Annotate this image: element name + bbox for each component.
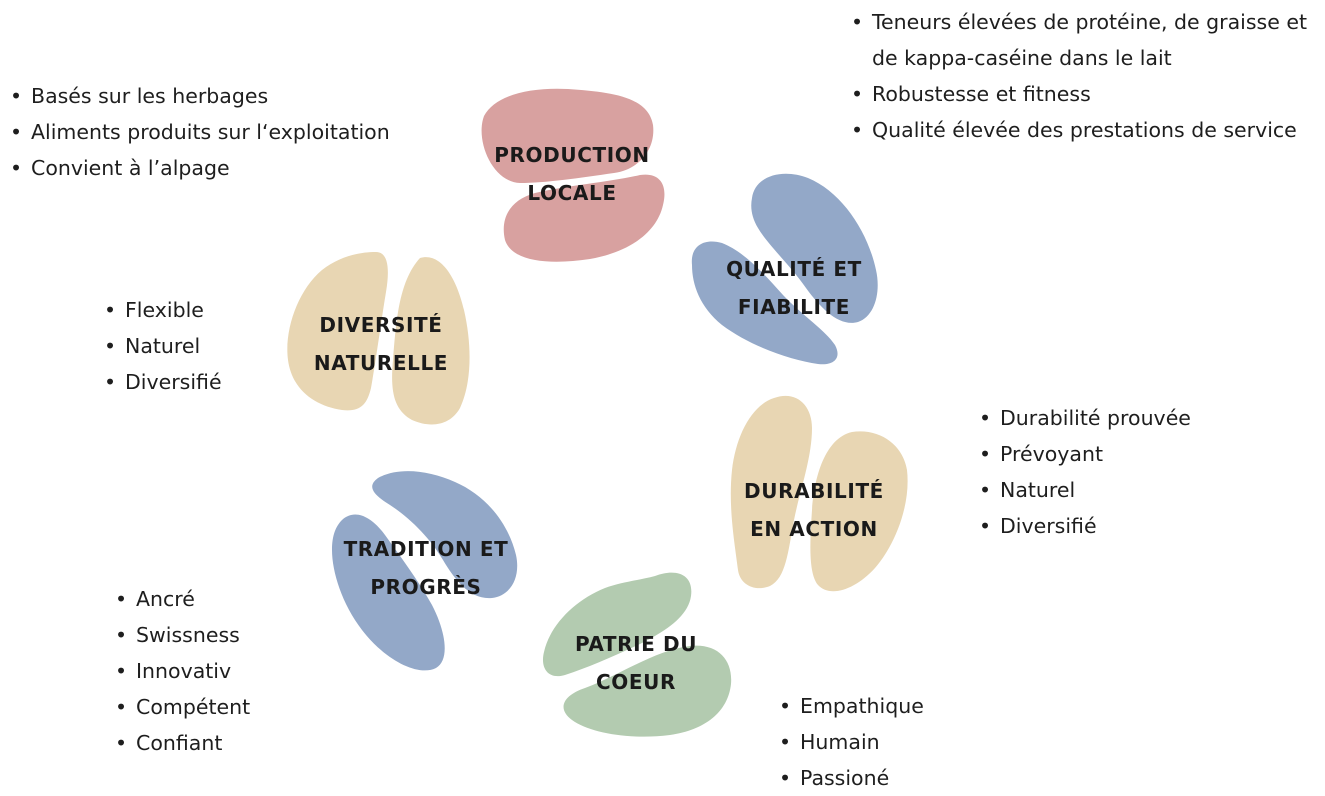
- hoof-diversite-naturelle-right-lobe: [392, 257, 470, 425]
- hoof-tradition-progres: TRADITION ET PROGRÈS: [332, 471, 518, 671]
- list-qualite-fiabilite: Teneurs élevées de protéine, de graisse …: [851, 4, 1325, 148]
- list-durabilite-action: Durabilité prouvée Prévoyant Naturel Div…: [979, 400, 1191, 544]
- hoof-label-production-locale-line2: LOCALE: [527, 181, 616, 205]
- list-patrie-coeur: Empathique Humain Passioné: [779, 688, 924, 796]
- hoof-qualite-fiabilite: QUALITÉ ET FIABILITE: [691, 173, 878, 365]
- hoof-label-qualite-fiabilite-line1: QUALITÉ ET: [726, 257, 862, 281]
- hoof-label-diversite-naturelle-line2: NATURELLE: [314, 351, 448, 375]
- hoof-tradition-progres-lower-lobe: [332, 514, 445, 671]
- hoof-label-patrie-coeur-line1: PATRIE DU: [575, 632, 697, 656]
- list-tradition-progres: Ancré Swissness Innovativ Compétent Conf…: [115, 581, 250, 761]
- list-item: Innovativ: [115, 653, 250, 689]
- hoof-tradition-progres-upper-lobe: [372, 471, 518, 599]
- hoof-production-locale-upper-lobe: [481, 88, 654, 183]
- hoof-durabilite-action-left-lobe: [730, 395, 812, 589]
- list-item: Ancré: [115, 581, 250, 617]
- hoof-diversite-naturelle: DIVERSITÉ NATURELLE: [287, 252, 470, 425]
- hoof-label-patrie-coeur-line2: COEUR: [596, 670, 676, 694]
- list-item: Diversifié: [979, 508, 1191, 544]
- list-item: Compétent: [115, 689, 250, 725]
- list-item: Confiant: [115, 725, 250, 761]
- hoof-patrie-coeur: PATRIE DU COEUR: [542, 572, 732, 737]
- list-item: Naturel: [104, 328, 222, 364]
- list-production-locale: Basés sur les herbages Aliments produits…: [10, 78, 390, 186]
- list-item: Swissness: [115, 617, 250, 653]
- hoof-production-locale-lower-lobe: [503, 174, 665, 262]
- list-item: Robustesse et fitness: [851, 76, 1325, 112]
- list-item: Flexible: [104, 292, 222, 328]
- hoof-patrie-coeur-lower-lobe: [563, 645, 732, 737]
- hoof-patrie-coeur-upper-lobe: [542, 572, 692, 677]
- list-item: Passioné: [779, 760, 924, 796]
- hoof-qualite-fiabilite-lower-lobe: [691, 241, 838, 365]
- hoof-production-locale: PRODUCTION LOCALE: [481, 88, 665, 262]
- list-item: Basés sur les herbages: [10, 78, 390, 114]
- hoof-label-tradition-progres-line1: TRADITION ET: [344, 537, 509, 561]
- list-item: Aliments produits sur l‘exploitation: [10, 114, 390, 150]
- list-item: Humain: [779, 724, 924, 760]
- list-item: Qualité élevée des prestations de servic…: [851, 112, 1325, 148]
- hoof-qualite-fiabilite-upper-lobe: [751, 173, 878, 323]
- list-item: Prévoyant: [979, 436, 1191, 472]
- list-item: Empathique: [779, 688, 924, 724]
- list-item: Durabilité prouvée: [979, 400, 1191, 436]
- hoof-durabilite-action: DURABILITÉ EN ACTION: [730, 395, 908, 592]
- list-item: Naturel: [979, 472, 1191, 508]
- hoof-durabilite-action-right-lobe: [810, 431, 908, 592]
- hoof-diversite-naturelle-left-lobe: [287, 252, 388, 411]
- hoof-label-diversite-naturelle-line1: DIVERSITÉ: [319, 313, 442, 337]
- list-diversite-naturelle: Flexible Naturel Diversifié: [104, 292, 222, 400]
- list-item: Convient à l’alpage: [10, 150, 390, 186]
- hoof-label-durabilite-action-line1: DURABILITÉ: [744, 479, 884, 503]
- hoof-label-durabilite-action-line2: EN ACTION: [750, 517, 878, 541]
- list-item: Teneurs élevées de protéine, de graisse …: [851, 4, 1325, 76]
- hoof-label-production-locale-line1: PRODUCTION: [494, 143, 649, 167]
- hoof-label-tradition-progres-line2: PROGRÈS: [370, 575, 481, 599]
- list-item: Diversifié: [104, 364, 222, 400]
- hoof-label-qualite-fiabilite-line2: FIABILITE: [738, 295, 850, 319]
